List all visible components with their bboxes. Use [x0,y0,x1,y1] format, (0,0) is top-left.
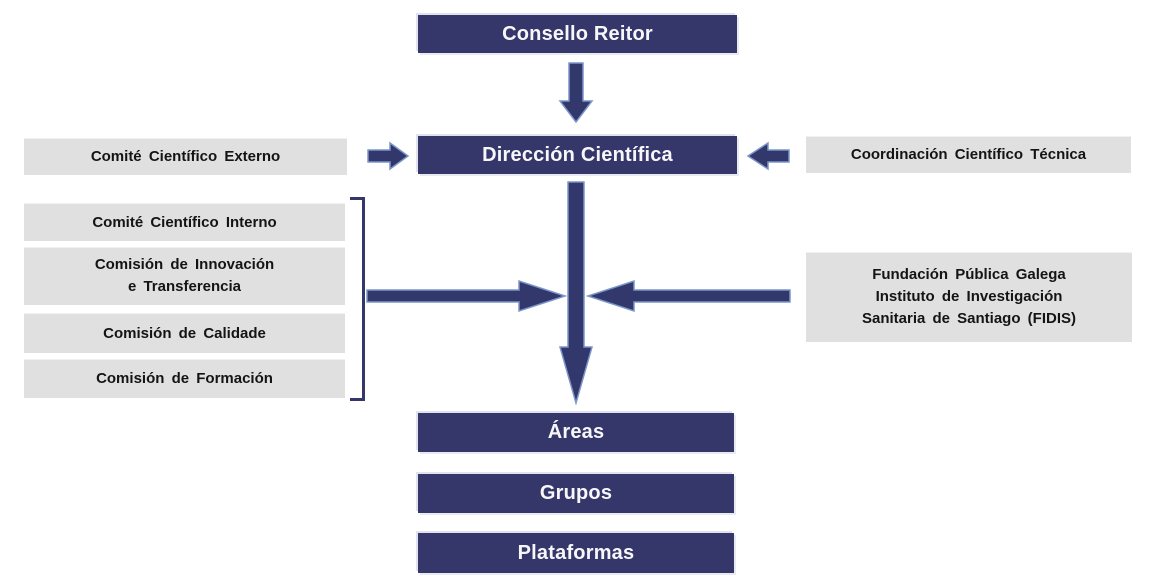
arrow-externo-to-direccion [367,141,410,171]
left-group-bracket [350,197,365,401]
node-comision-formacion: Comisión de Formación [24,359,345,398]
node-areas: Áreas [418,413,734,452]
node-comision-innovacion-transferencia: Comisión de Innovación e Transferencia [24,247,345,305]
node-comision-calidade: Comisión de Calidade [24,313,345,353]
node-direccion-cientifica: Dirección Científica [418,136,737,174]
node-coordinacion-cientifico-tecnica: Coordinación Científico Técnica [806,136,1131,173]
arrow-direccion-to-areas [559,181,593,406]
node-comite-cientifico-interno: Comité Científico Interno [24,203,345,241]
node-grupos: Grupos [418,474,734,513]
arrow-leftgroup-to-center [366,279,568,313]
node-plataformas: Plataformas [418,533,734,573]
arrow-consello-to-direccion [558,62,594,124]
arrow-coordinacion-to-direccion [746,141,790,171]
node-fidis: Fundación Pública Galega Instituto de In… [806,252,1132,342]
node-comite-cientifico-externo: Comité Científico Externo [24,138,347,175]
arrow-fidis-to-center [585,279,791,313]
node-consello-reitor: Consello Reitor [418,15,737,53]
